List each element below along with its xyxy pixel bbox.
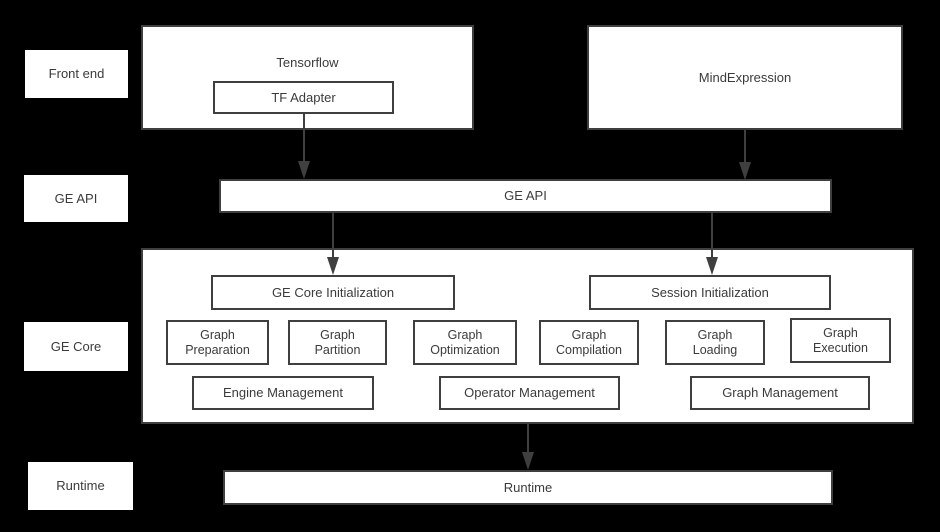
graph-preparation-text: Graph Preparation bbox=[185, 327, 250, 357]
ge-core-initialization-text: GE Core Initialization bbox=[271, 284, 395, 300]
graph-execution[interactable]: Graph Execution bbox=[790, 318, 891, 363]
frontend-tensorflow-title: Tensorflow bbox=[141, 50, 474, 76]
ge-api-bar-text: GE API bbox=[504, 188, 547, 204]
graph-optimization-text: Graph Optimization bbox=[430, 327, 500, 357]
graph-loading[interactable]: Graph Loading bbox=[665, 320, 765, 365]
session-initialization[interactable]: Session Initialization bbox=[589, 275, 831, 310]
graph-partition-text: Graph Partition bbox=[314, 327, 361, 357]
layer-label-ge-core: GE Core bbox=[24, 322, 128, 371]
runtime-bar[interactable]: Runtime bbox=[223, 470, 833, 505]
ge-api-bar[interactable]: GE API bbox=[219, 179, 832, 213]
graph-execution-text: Graph Execution bbox=[813, 325, 868, 355]
engine-management[interactable]: Engine Management bbox=[192, 376, 374, 410]
graph-partition[interactable]: Graph Partition bbox=[288, 320, 387, 365]
arrow-tf-adapter-to-ge-api bbox=[296, 113, 316, 181]
layer-label-ge-api: GE API bbox=[24, 175, 128, 222]
frontend-mindexpression-title-text: MindExpression bbox=[698, 70, 792, 86]
arrow-mindexpression-to-ge-api bbox=[737, 130, 757, 182]
graph-compilation[interactable]: Graph Compilation bbox=[539, 320, 639, 365]
frontend-mindexpression[interactable] bbox=[587, 25, 903, 130]
graph-optimization[interactable]: Graph Optimization bbox=[413, 320, 517, 365]
operator-management-text: Operator Management bbox=[464, 385, 595, 401]
frontend-tf-adapter-text: TF Adapter bbox=[271, 89, 336, 105]
frontend-tf-adapter[interactable]: TF Adapter bbox=[213, 81, 394, 114]
session-initialization-text: Session Initialization bbox=[651, 284, 769, 300]
graph-management[interactable]: Graph Management bbox=[690, 376, 870, 410]
layer-label-ge-core-text: GE Core bbox=[50, 338, 102, 354]
graph-loading-text: Graph Loading bbox=[692, 327, 738, 357]
graph-management-text: Graph Management bbox=[722, 385, 838, 401]
engine-management-text: Engine Management bbox=[223, 385, 343, 401]
arrow-ge-core-to-runtime bbox=[520, 424, 540, 472]
operator-management[interactable]: Operator Management bbox=[439, 376, 620, 410]
arrow-ge-api-to-session-init bbox=[704, 213, 724, 277]
frontend-tensorflow-title-text: Tensorflow bbox=[276, 55, 339, 71]
layer-label-ge-api-text: GE API bbox=[54, 190, 98, 206]
runtime-bar-text: Runtime bbox=[503, 479, 553, 495]
layer-label-front-end-text: Front end bbox=[48, 66, 105, 82]
ge-core-initialization[interactable]: GE Core Initialization bbox=[211, 275, 455, 310]
graph-compilation-text: Graph Compilation bbox=[555, 327, 622, 357]
graph-preparation[interactable]: Graph Preparation bbox=[166, 320, 269, 365]
layer-label-runtime-text: Runtime bbox=[56, 478, 105, 494]
layer-label-runtime: Runtime bbox=[28, 462, 133, 510]
arrow-ge-api-to-ge-core-init bbox=[325, 213, 345, 277]
frontend-mindexpression-title: MindExpression bbox=[587, 65, 903, 91]
layer-label-front-end: Front end bbox=[25, 50, 128, 98]
